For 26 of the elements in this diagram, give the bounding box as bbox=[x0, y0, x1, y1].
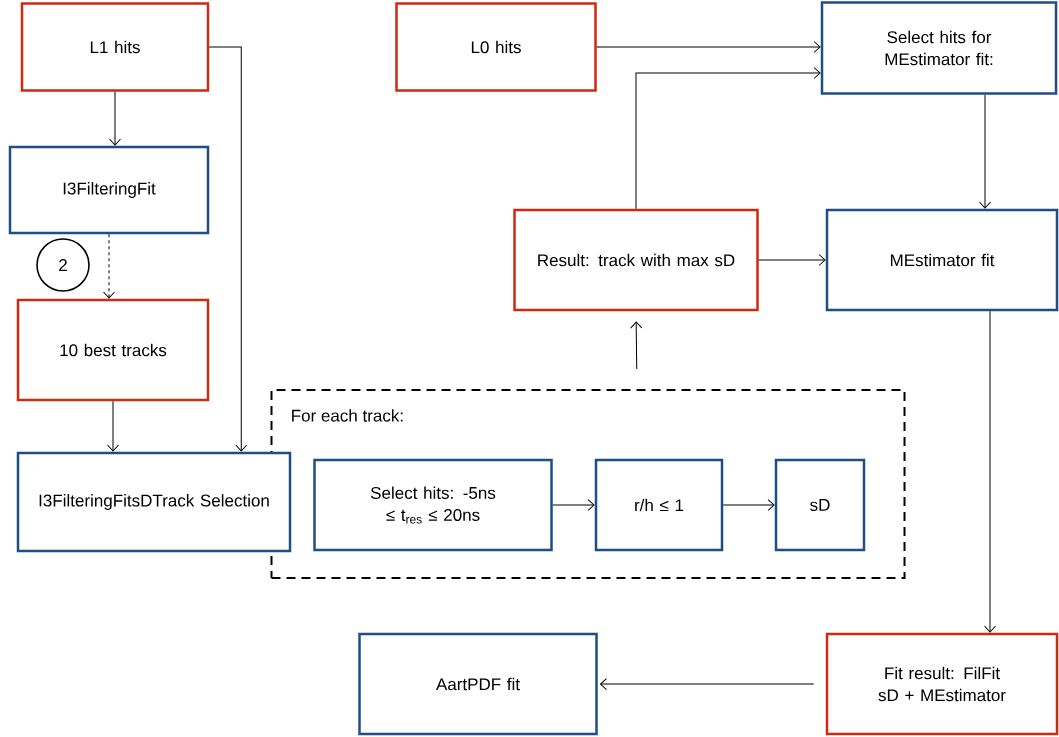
arrow bbox=[552, 499, 595, 511]
arrow bbox=[984, 310, 996, 633]
arrow bbox=[208, 46, 248, 452]
arrow bbox=[107, 400, 119, 452]
arrow bbox=[109, 91, 121, 146]
process-box: L1 hits bbox=[20, 2, 210, 92]
process-box: Result: track with max sD bbox=[513, 208, 759, 312]
process-box: sD bbox=[774, 458, 866, 552]
process-box: Select hits: -5ns ≤ t$_{res}$ ≤ 20ns bbox=[313, 458, 553, 552]
process-box: Select hits for MEstimator fit: bbox=[820, 1, 1058, 95]
process-box: L0 hits bbox=[395, 2, 597, 92]
arrow bbox=[758, 254, 826, 266]
process-box: r/h ≤ 1 bbox=[594, 458, 724, 552]
process-box: 10 best tracks bbox=[16, 298, 210, 402]
process-box: MEstimator fit bbox=[825, 208, 1059, 312]
arrow bbox=[596, 41, 821, 53]
process-box: AartPDF fit bbox=[358, 632, 598, 736]
arrow bbox=[979, 94, 991, 209]
arrow bbox=[722, 499, 775, 511]
process-box: I3FilteringFitsDTrack Selection bbox=[16, 451, 292, 553]
arrow bbox=[635, 67, 821, 210]
process-box: I3FilteringFit bbox=[8, 145, 210, 235]
dashed-arrow bbox=[103, 233, 115, 299]
arrow bbox=[630, 321, 643, 370]
process-box: Fit result: FilFit sD + MEstimator bbox=[825, 632, 1059, 736]
arrow bbox=[600, 678, 815, 690]
